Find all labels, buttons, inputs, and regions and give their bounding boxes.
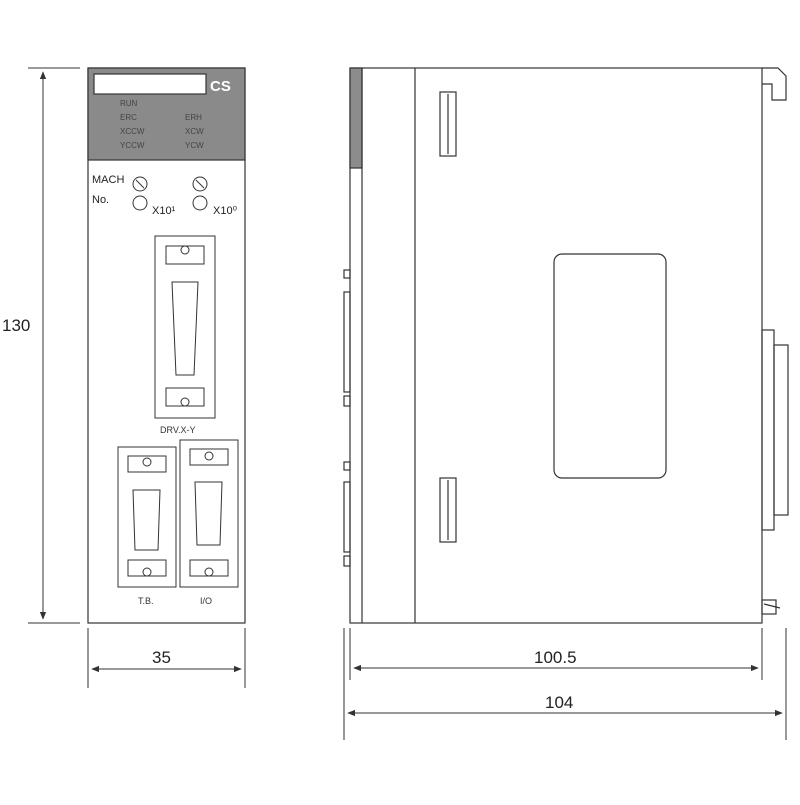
switch2-label: X10⁰	[213, 205, 238, 217]
tb-connector-label: T.B.	[138, 596, 154, 606]
height-dimension	[28, 67, 80, 624]
mach-no-label: No.	[92, 194, 109, 206]
top-hook	[762, 67, 787, 101]
side-label-window	[553, 253, 667, 479]
rear-connector	[761, 329, 775, 531]
led-label-erc: ERC	[120, 113, 137, 122]
led-label-yccw: YCCW	[120, 141, 145, 150]
led-group-left: RUN ERC XCCW YCCW	[120, 99, 145, 150]
side-view	[343, 67, 789, 624]
io-connector	[179, 439, 239, 588]
depth-outer-dimension	[343, 628, 787, 740]
width-dimension	[87, 628, 246, 688]
width-value: 35	[152, 648, 171, 667]
led-label-xccw: XCCW	[120, 127, 145, 136]
drv-connector-label: DRV.X-Y	[160, 425, 196, 435]
side-body-outline	[349, 67, 763, 624]
depth-inner-dimension	[349, 628, 763, 680]
led-label-xcw: XCW	[185, 127, 204, 136]
switch1-label: X10¹	[152, 205, 176, 217]
mach-label: MACH	[92, 174, 124, 186]
side-front-strip	[349, 67, 363, 169]
upper-latch	[439, 91, 457, 157]
lower-latch	[439, 477, 457, 543]
depth-inner-value: 100.5	[534, 648, 577, 667]
drv-connector	[154, 235, 216, 419]
height-value: 130	[2, 316, 30, 335]
led-group-right: ERH XCW YCW	[185, 113, 204, 150]
tb-connector	[117, 446, 177, 588]
rotary-switch-1	[132, 176, 148, 211]
label-window	[93, 73, 207, 95]
led-label-erh: ERH	[185, 113, 202, 122]
io-connector-label: I/O	[200, 596, 212, 606]
series-label: CS	[210, 78, 231, 95]
led-label-run: RUN	[120, 99, 138, 108]
rotary-switch-2	[192, 176, 208, 211]
led-label-ycw: YCW	[185, 141, 204, 150]
depth-outer-value: 104	[545, 693, 573, 712]
